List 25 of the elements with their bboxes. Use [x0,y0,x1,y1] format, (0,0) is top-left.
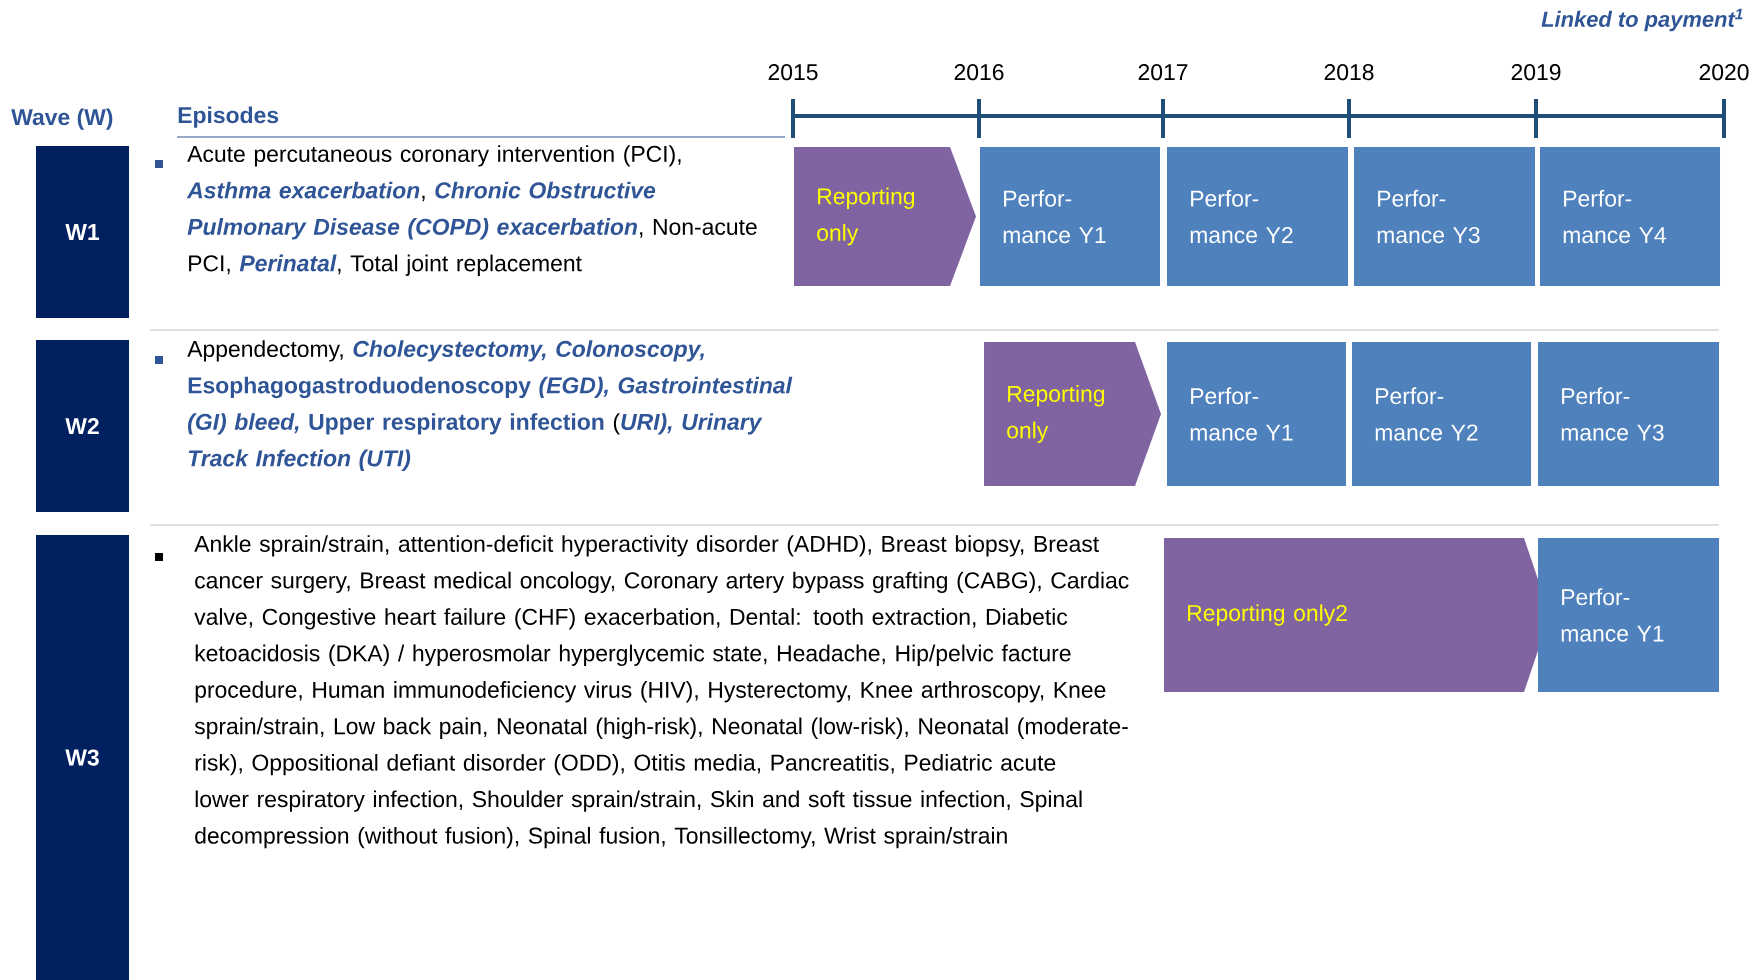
chevron-phase: Reporting only [794,147,976,286]
phase-box: Perfor- mance Y2 [1167,147,1348,286]
year-label: 2016 [954,64,1004,81]
episode-list: Ankle sprain/strain, attention-deficit hyperactivity disorder (ADHD), Breast biopsy, Breast cancer surgery, Breast medical oncology, Coronary artery bypass grafting (CABG), Cardiac valve, Congestive heart failure (CHF) exacerbation, Dental: tooth extraction, Diabetic ketoacidosis (DKA) / hyperosmolar hyperglycemic state, Headache, Hip/pelvic facture procedure, Human immunodeficiency virus (HIV), Hysterectomy, Knee arthroscopy, Knee sprain/strain, Low back pain, Neonatal (high-risk), Neonatal (low-risk), Neonatal (moderate-risk), Oppositional defiant disorder (ODD), Otitis media, Pancreatitis, Pediatric acute lower respiratory infection, Shoulder sprain/strain, Skin and soft tissue infection, Spinal decompression (without fusion), Spinal fusion, Tonsillectomy, Wrist sprain/strain [194,535,1129,849]
year-label: 2015 [768,64,818,81]
year-label: 2019 [1511,64,1561,81]
phase-box: Perfor- mance Y2 [1352,342,1531,486]
wave-box: W3 [36,535,129,980]
chevron-phase: Reporting only2 [1164,538,1550,692]
episode-list: Appendectomy, Cholecystectomy, Colonoscopy, Esophagogastroduodenoscopy (EGD), Gastrointestinal (GI) bleed, Upper respiratory infection (URI), Urinary Track Infection (UTI) [187,340,793,471]
phase-box: Perfor- mance Y1 [1538,538,1719,692]
phase-box: Perfor- mance Y1 [1167,342,1346,486]
chevron-phase: Reporting only [984,342,1161,486]
year-label: 2018 [1324,64,1374,81]
phase-box: Perfor- mance Y1 [980,147,1160,286]
phase-box: Perfor- mance Y3 [1538,342,1719,486]
year-label: 2017 [1138,64,1188,81]
wave-box: W2 [36,340,129,512]
title: Linked to payment$^{1}$ [1541,8,1743,32]
episode-list: Acute percutaneous coronary intervention (PCI), Asthma exacerbation, Chronic Obstructive Pulmonary Disease (COPD) exacerbation, Non-acute PCI, Perinatal, Total joint replacement [186,145,757,276]
phase-box: Perfor- mance Y3 [1354,147,1535,286]
phase-box: Perfor- mance Y4 [1540,147,1720,286]
year-label: 2020 [1699,64,1749,81]
column-header: Episodes [178,106,279,128]
wave-box: W1 [36,146,129,318]
